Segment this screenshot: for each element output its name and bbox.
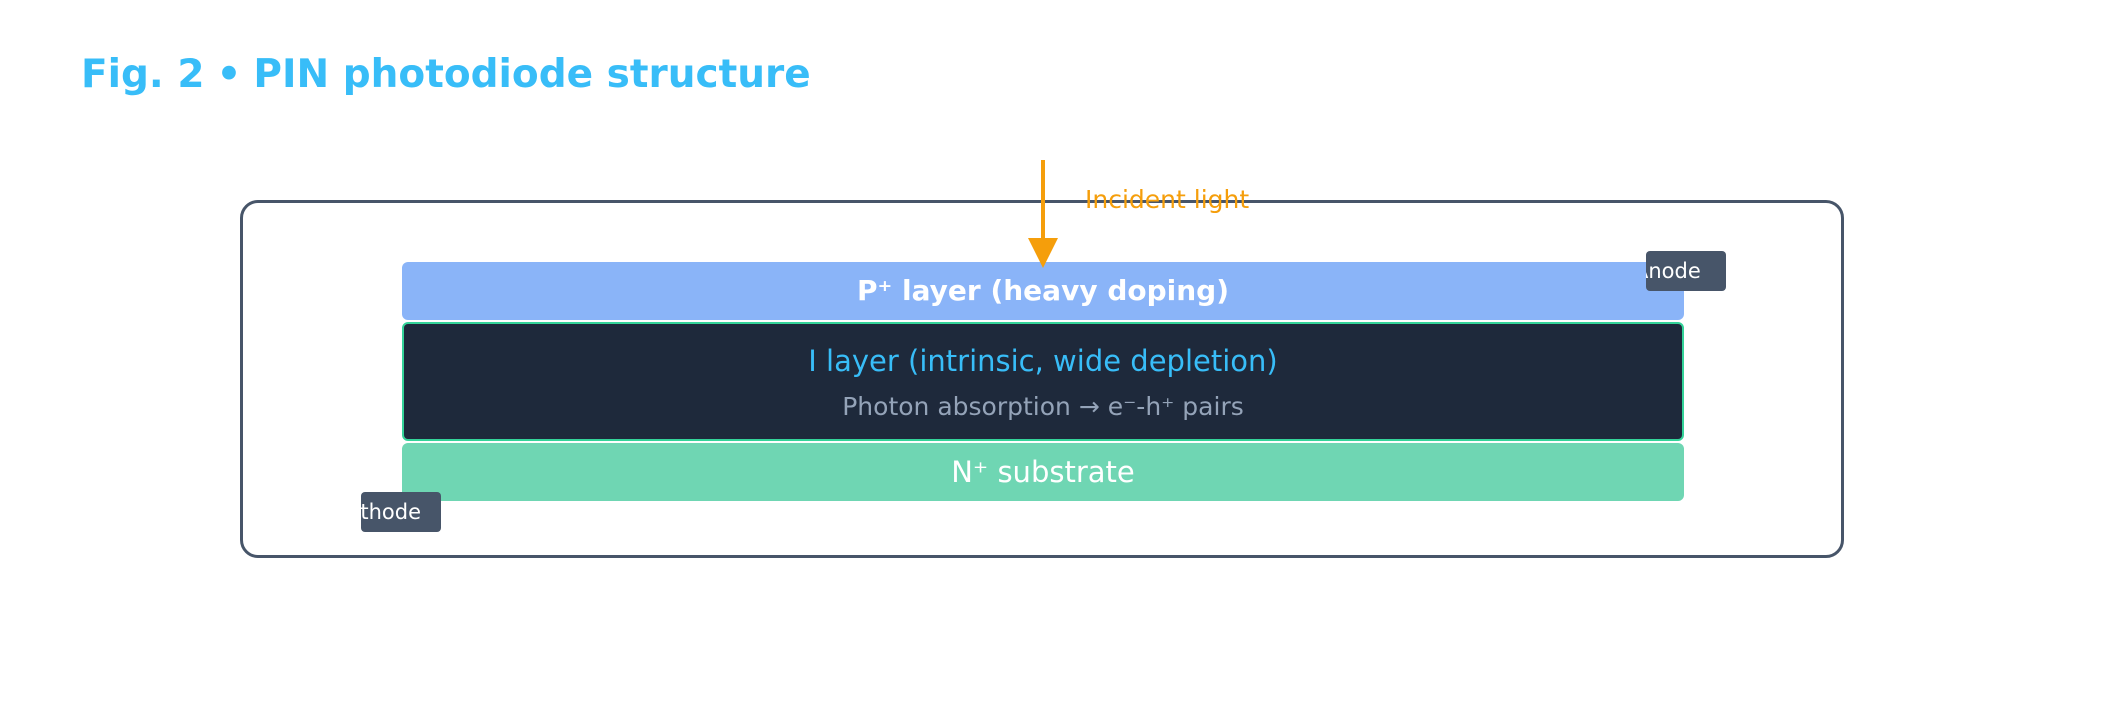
figure-title: Fig. 2•PIN photodiode structure [81,52,811,97]
title-separator: • [216,52,242,97]
n-layer-label: N⁺ substrate [951,455,1135,489]
incident-light-arrow-icon [1028,160,1058,268]
p-layer: P⁺ layer (heavy doping) [402,262,1684,320]
incident-light-label: Incident light [1085,185,1250,214]
cathode-contact: Cathode [361,492,441,532]
i-layer-sublabel: Photon absorption → e⁻-h⁺ pairs [842,392,1244,421]
anode-label: Anode [1646,259,1701,283]
n-layer: N⁺ substrate [402,443,1684,501]
figure-number: Fig. 2 [81,52,205,97]
i-layer-label: I layer (intrinsic, wide depletion) [808,344,1278,378]
i-layer: I layer (intrinsic, wide depletion) Phot… [402,322,1684,441]
figure-caption: PIN photodiode structure [253,52,811,97]
p-layer-label: P⁺ layer (heavy doping) [856,274,1230,307]
anode-contact: Anode [1646,251,1726,291]
cathode-label: Cathode [361,500,421,524]
